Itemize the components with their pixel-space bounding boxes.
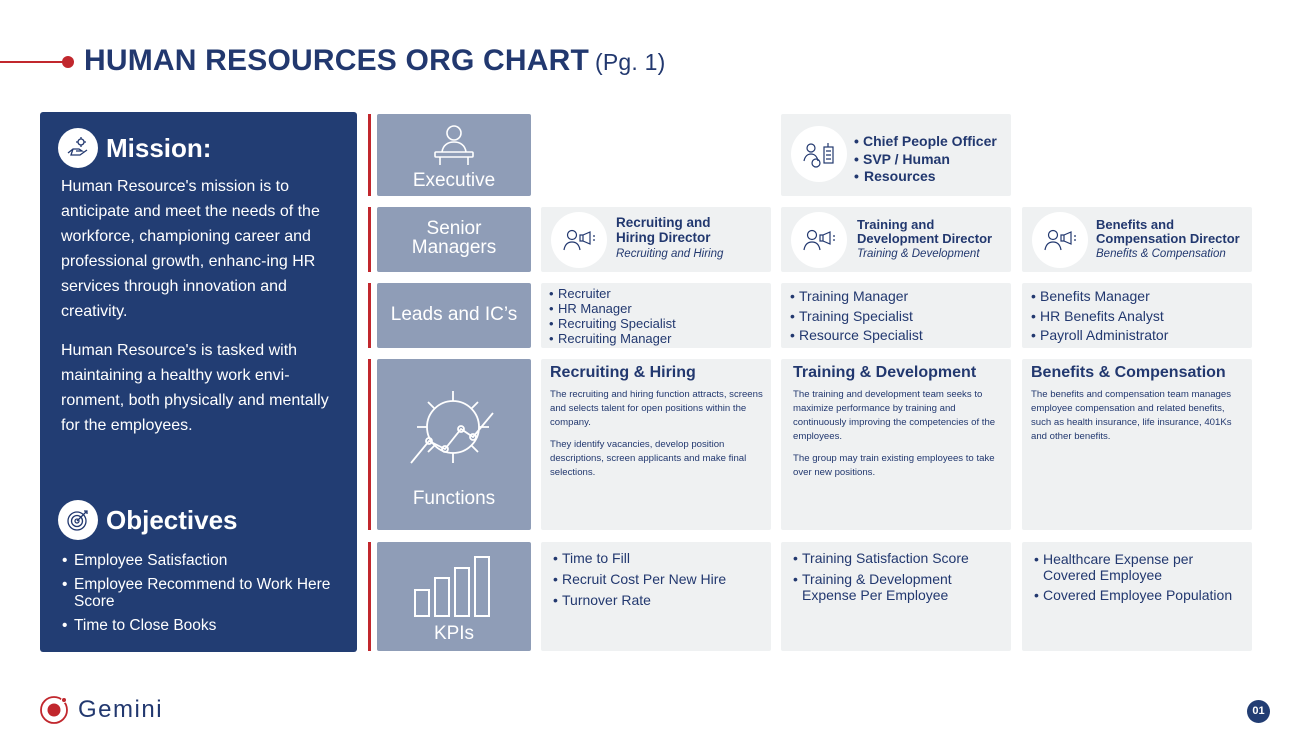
row-label-text: Functions — [412, 488, 496, 509]
gear-chart-icon — [410, 391, 494, 464]
kpi-cell-recruiting: Time to Fill Recruit Cost Per New Hire T… — [541, 542, 771, 651]
kpi-item: Time to Fill — [553, 550, 726, 566]
executive-item: Chief People Officer — [854, 133, 997, 151]
lead-item: Resource Specialist — [790, 326, 923, 346]
kpi-item: Covered Employee Population — [1034, 587, 1234, 603]
lead-item: Recruiting Manager — [549, 331, 676, 346]
kpi-list: Training Satisfaction Score Training & D… — [793, 550, 1003, 603]
kpi-item: Healthcare Expense per Covered Employee — [1034, 551, 1234, 583]
lead-item: Training Manager — [790, 287, 923, 307]
gemini-logo-text: Gemini — [78, 696, 164, 723]
executive-item: SVP / Human — [854, 151, 997, 169]
kpi-cell-training: Training Satisfaction Score Training & D… — [781, 542, 1011, 651]
leads-list: Benefits Manager HR Benefits Analyst Pay… — [1031, 287, 1168, 346]
row-label-kpis: KPIs — [377, 542, 531, 651]
lead-item: HR Benefits Analyst — [1031, 307, 1168, 327]
bar-chart-icon — [414, 556, 490, 617]
row-separator — [368, 283, 371, 348]
senior-subtitle: Benefits & Compensation — [1096, 248, 1226, 260]
kpi-list: Time to Fill Recruit Cost Per New Hire T… — [553, 550, 726, 608]
row-separator — [368, 207, 371, 272]
title-accent-line — [0, 61, 66, 63]
leads-list: Training Manager Training Specialist Res… — [790, 287, 923, 346]
objectives-heading: Objectives — [106, 504, 238, 535]
row-label-leads: Leads and IC’s — [377, 283, 531, 348]
lead-item: Benefits Manager — [1031, 287, 1168, 307]
kpi-list: Healthcare Expense per Covered Employee … — [1034, 551, 1234, 603]
row-label-functions: Functions — [377, 359, 531, 530]
executive-item-continued: Resources — [854, 168, 997, 186]
person-megaphone-icon — [551, 212, 607, 268]
page-title-main: HUMAN RESOURCES ORG CHART — [84, 44, 590, 77]
executive-icon — [791, 126, 847, 182]
row-separator — [368, 542, 371, 651]
target-icon — [58, 500, 98, 540]
gemini-logo: Gemini — [38, 694, 163, 726]
function-cell-benefits: Benefits & Compensation The benefits and… — [1022, 359, 1252, 530]
row-label-text: KPIs — [433, 623, 475, 644]
row-label-text: Leads and IC’s — [390, 304, 518, 325]
executive-desk-icon — [434, 125, 474, 165]
function-cell-recruiting: Recruiting & Hiring The recruiting and h… — [541, 359, 771, 530]
mission-header: Mission: — [58, 128, 211, 168]
mission-paragraph: Human Resource's mission is to anticipat… — [61, 178, 320, 320]
lead-item: Payroll Administrator — [1031, 326, 1168, 346]
function-title: Benefits & Compensation — [1031, 364, 1226, 381]
row-label-text: Managers — [411, 237, 497, 258]
person-megaphone-icon — [1032, 212, 1088, 268]
page-title-page: (Pg. 1) — [595, 49, 666, 75]
person-megaphone-icon — [791, 212, 847, 268]
lead-item: HR Manager — [549, 301, 676, 316]
objective-item: Employee Satisfaction — [62, 552, 352, 569]
kpi-item: Training Satisfaction Score — [793, 550, 1003, 566]
objectives-header: Objectives — [58, 500, 238, 540]
row-label-senior-managers: Senior Managers — [377, 207, 531, 272]
hand-gear-icon — [58, 128, 98, 168]
row-separator — [368, 114, 371, 196]
leads-list: Recruiter HR Manager Recruiting Speciali… — [549, 286, 676, 346]
kpi-item: Training & Development Expense Per Emplo… — [793, 571, 1003, 603]
senior-subtitle: Recruiting and Hiring — [616, 248, 724, 260]
row-label-text: Senior — [426, 218, 482, 239]
leads-cell-training: Training Manager Training Specialist Res… — [781, 283, 1011, 348]
lead-item: Recruiter — [549, 286, 676, 301]
objective-item: Employee Recommend to Work Here Score — [62, 576, 352, 610]
row-label-executive: Executive — [377, 114, 531, 196]
mission-heading: Mission: — [106, 132, 212, 163]
row-separator — [368, 359, 371, 530]
mission-paragraph: Human Resource's is tasked with maintain… — [61, 342, 329, 434]
gemini-logo-icon — [40, 696, 68, 724]
page-number-badge: 01 — [1247, 700, 1270, 723]
function-description: The recruiting and hiring function attra… — [550, 389, 763, 478]
function-title: Training & Development — [793, 364, 977, 381]
row-label-text: Executive — [412, 170, 496, 191]
executive-list: Chief People Officer SVP / Human Resourc… — [854, 133, 997, 186]
function-description: The benefits and compensation team manag… — [1031, 389, 1232, 442]
leads-cell-recruiting: Recruiter HR Manager Recruiting Speciali… — [541, 283, 771, 348]
title-accent-dot — [62, 56, 74, 68]
kpi-cell-benefits: Healthcare Expense per Covered Employee … — [1022, 542, 1252, 651]
kpi-item: Recruit Cost Per New Hire — [553, 571, 726, 587]
objective-item: Time to Close Books — [62, 617, 352, 634]
function-title: Recruiting & Hiring — [550, 364, 696, 381]
function-cell-training: Training & Development The training and … — [781, 359, 1011, 530]
function-description: The training and development team seeks … — [793, 389, 996, 478]
mission-text: Human Resource's mission is to anticipat… — [61, 174, 349, 452]
executive-cell: Chief People Officer SVP / Human Resourc… — [781, 114, 1011, 196]
leads-cell-benefits: Benefits Manager HR Benefits Analyst Pay… — [1022, 283, 1252, 348]
page-title: HUMAN RESOURCES ORG CHART(Pg. 1) — [84, 44, 665, 78]
senior-subtitle: Training & Development — [857, 248, 980, 260]
mission-panel: Mission: Human Resource's mission is to … — [40, 112, 357, 652]
lead-item: Recruiting Specialist — [549, 316, 676, 331]
objectives-list: Employee Satisfaction Employee Recommend… — [62, 552, 352, 641]
kpi-item: Turnover Rate — [553, 592, 726, 608]
lead-item: Training Specialist — [790, 307, 923, 327]
